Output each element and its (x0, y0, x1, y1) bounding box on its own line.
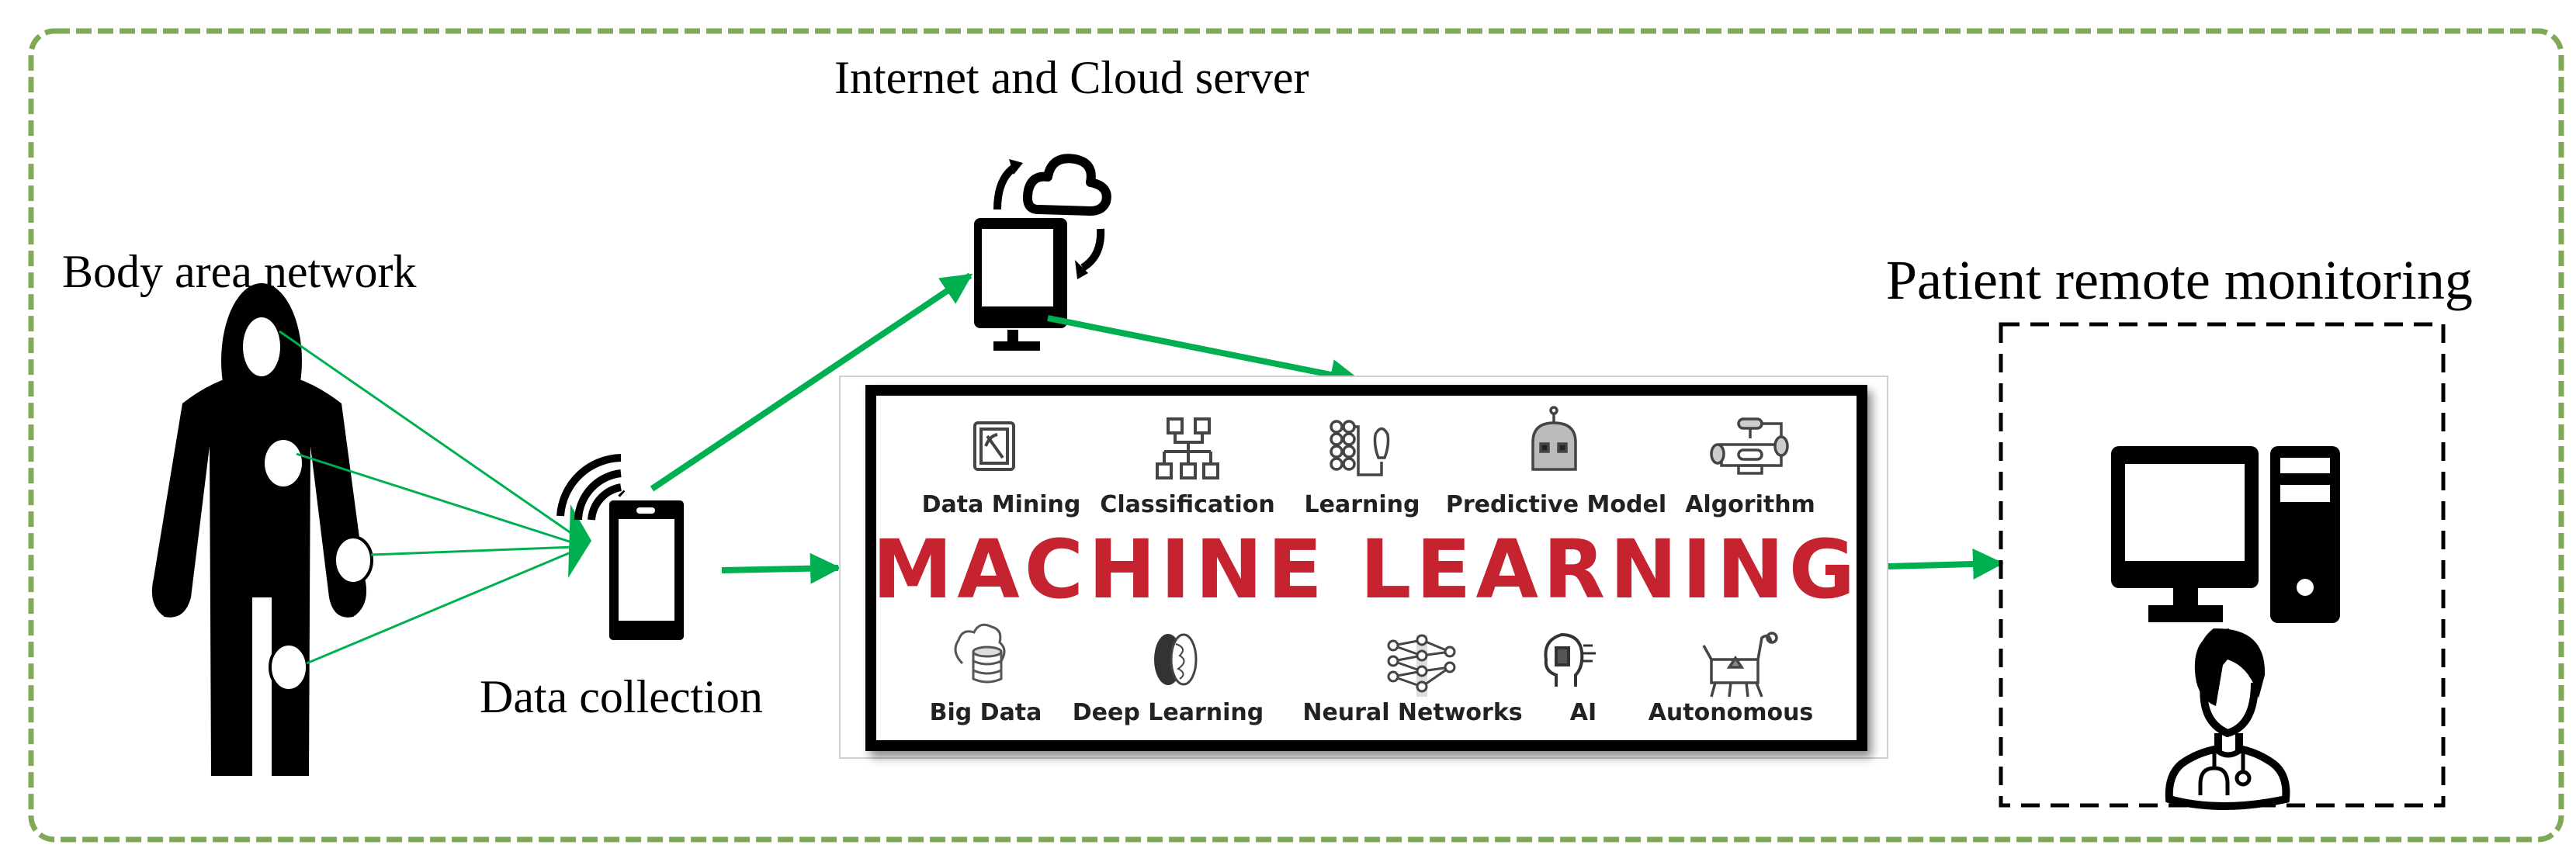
sensor-head (243, 317, 280, 376)
patient-monitoring-label: Patient remote monitoring (1886, 249, 2473, 311)
sensor-arrowhead (568, 504, 591, 578)
database-cloud-icon (954, 623, 1006, 684)
ml-label: Data Mining (922, 491, 1081, 518)
ml-item-classification: Classification (1100, 417, 1275, 518)
ml-label: Neural Networks (1302, 699, 1522, 726)
cloud-label: Internet and Cloud server (834, 52, 1309, 103)
desktop-computer-icon (2111, 446, 2340, 623)
ml-title: MACHINE LEARNING (872, 522, 1860, 617)
ml-label: Deep Learning (1073, 699, 1264, 726)
human-body-icon (151, 283, 373, 776)
outer-frame (28, 28, 2564, 843)
sensor-links (279, 330, 575, 665)
sensor-chest (265, 440, 302, 486)
ml-top-row: Data Mining Classification Learning (922, 406, 1815, 518)
flowchart-icon (1710, 417, 1789, 475)
smartphone-icon (609, 500, 684, 640)
sensor-knee (269, 642, 309, 692)
ml-item-ai: AI (1544, 632, 1597, 726)
neural-network-icon (1387, 634, 1456, 697)
ml-item-deep-learning: Deep Learning (1073, 633, 1264, 726)
patient-monitoring-box (1999, 322, 2446, 808)
arrow-phone-to-ml (721, 552, 841, 584)
brain-icon (1154, 633, 1198, 686)
ml-label: Big Data (930, 699, 1042, 726)
ml-label: Learning (1305, 491, 1420, 518)
arrow-phone-to-cloud (650, 272, 973, 492)
ml-label: Predictive Model (1446, 491, 1666, 518)
ml-label: Algorithm (1685, 491, 1815, 518)
arrow-cloud-to-ml (1047, 315, 1361, 390)
machine-learning-panel: MACHINE LEARNING (839, 376, 1888, 759)
ml-item-predictive-model: Predictive Model (1446, 406, 1666, 518)
ml-item-big-data: Big Data (930, 623, 1042, 726)
ml-item-autonomous: Autonomous (1649, 632, 1814, 726)
ml-item-algorithm: Algorithm (1685, 417, 1815, 518)
ml-label: AI (1570, 699, 1597, 726)
ml-bottom-row: Big Data Deep Learning Neural Networks (930, 623, 1814, 726)
robot-icon (1531, 406, 1577, 471)
hierarchy-icon (1156, 417, 1219, 479)
network-bulb-icon (1330, 420, 1390, 476)
ml-label: Classification (1100, 491, 1274, 518)
ml-item-learning: Learning (1305, 420, 1420, 518)
ml-label: Autonomous (1649, 699, 1814, 726)
doctor-icon (2165, 628, 2290, 810)
wireless-signal-icon (556, 454, 626, 521)
cloud-computer-icon (974, 154, 1111, 351)
ml-item-neural-networks: Neural Networks (1302, 634, 1523, 726)
ai-head-icon (1544, 632, 1596, 687)
arrow-ml-to-monitoring (1887, 548, 2004, 580)
chip-pickaxe-icon (973, 421, 1015, 471)
body-area-network-label: Body area network (62, 246, 417, 297)
robot-dog-icon (1702, 632, 1778, 698)
data-collection-label: Data collection (480, 671, 763, 722)
sensor-wrist (333, 535, 373, 585)
ml-item-data-mining: Data Mining (922, 421, 1081, 518)
